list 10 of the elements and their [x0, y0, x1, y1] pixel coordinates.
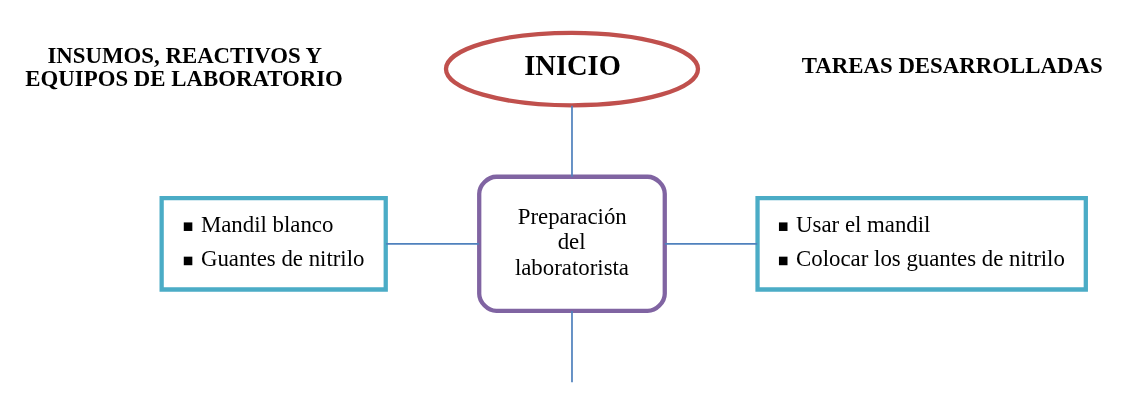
connector: [385, 242, 480, 245]
connector: [571, 104, 573, 178]
connector: [664, 242, 759, 245]
label: INSUMOS, REACTIVOS Y EQUIPOS DE LABORATORIO: [25, 43, 343, 91]
label: TAREAS DESARROLLADAS: [801, 53, 1103, 79]
connector: [571, 310, 573, 383]
node-box: Preparación del laboratorista: [477, 174, 667, 314]
node-ellipse: INICIO: [443, 30, 701, 108]
node-box: Mandil blanco Guantes de nitrilo: [159, 196, 388, 292]
node-box: Usar el mandil Colocar los guantes de nitrilo: [755, 196, 1088, 292]
